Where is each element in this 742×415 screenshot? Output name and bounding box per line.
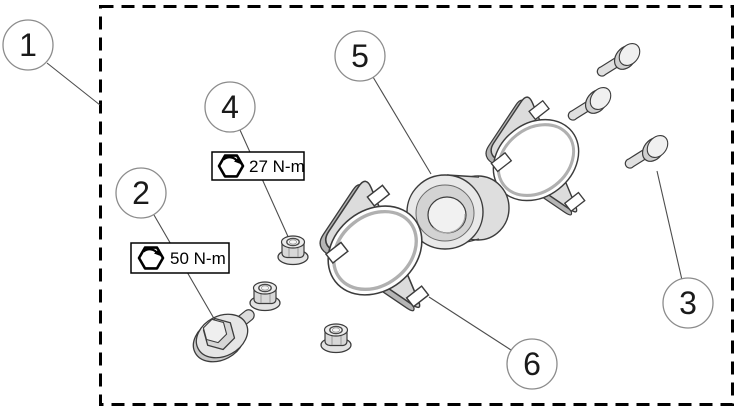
hex-flange-bolt bbox=[192, 309, 255, 363]
torque-hex-icon bbox=[137, 246, 165, 270]
callout-6-label: 6 bbox=[523, 346, 541, 382]
leader-line-1 bbox=[46, 62, 101, 106]
torque-value: 50 N-m bbox=[170, 249, 226, 268]
carriage-bolt-1 bbox=[596, 38, 645, 77]
torque-label-50: 50 N-m bbox=[130, 242, 230, 274]
leader-lines bbox=[46, 62, 683, 351]
callout-5: 5 bbox=[334, 30, 386, 82]
torque-label-27: 27 N-m bbox=[211, 151, 305, 181]
carriage-bolt-2 bbox=[567, 82, 616, 121]
callout-1: 1 bbox=[2, 19, 54, 71]
callout-3-label: 3 bbox=[679, 285, 697, 321]
leader-line-3 bbox=[656, 170, 683, 281]
callout-5-label: 5 bbox=[351, 38, 369, 74]
flange-nut-1 bbox=[277, 235, 309, 266]
callout-4: 4 bbox=[204, 81, 256, 133]
leader-line-4 bbox=[239, 129, 291, 242]
carriage-bolt-3 bbox=[624, 130, 673, 169]
torque-value: 27 N-m bbox=[249, 157, 305, 176]
leader-line-6 bbox=[428, 296, 512, 351]
torque-hex-icon bbox=[217, 154, 245, 178]
callout-2-label: 2 bbox=[132, 175, 150, 211]
bearing bbox=[406, 174, 510, 250]
callout-1-label: 1 bbox=[19, 27, 37, 63]
leader-line-5 bbox=[372, 76, 432, 175]
callouts: 1 2 3 4 5 6 bbox=[2, 19, 714, 390]
flange-nut-3 bbox=[320, 323, 352, 354]
callout-4-label: 4 bbox=[221, 89, 239, 125]
parts bbox=[192, 38, 673, 363]
callout-3: 3 bbox=[662, 277, 714, 329]
assembly-boundary bbox=[99, 5, 734, 406]
flange-nut-2 bbox=[249, 281, 281, 312]
callout-2: 2 bbox=[115, 167, 167, 219]
callout-6: 6 bbox=[506, 338, 558, 390]
